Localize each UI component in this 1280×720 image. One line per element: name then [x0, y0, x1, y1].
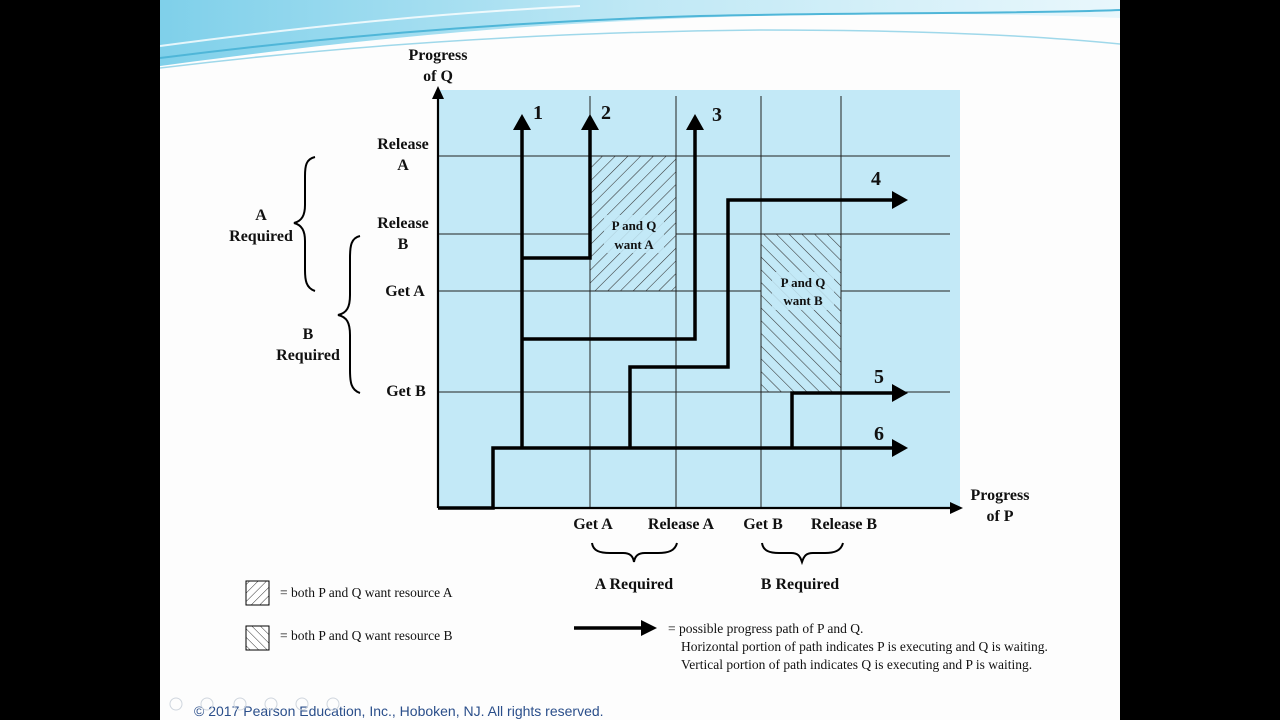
next-slide-icon[interactable]: [200, 697, 214, 711]
a-required-left-line2: Required: [229, 228, 293, 245]
x-axis-arrowhead: [950, 502, 963, 514]
slideshow-controls: [169, 697, 340, 711]
more-options-icon[interactable]: [326, 697, 340, 711]
path-4-arrowhead: [892, 191, 908, 209]
x-tick-release-a: Release A: [648, 516, 715, 533]
slides-grid-icon[interactable]: [264, 697, 278, 711]
slide-canvas: P and Q want A P and Q want B Progress o…: [160, 0, 1120, 719]
legend-swatch-hatch-a: [245, 580, 270, 606]
zone-b-label-line2: want B: [783, 293, 823, 308]
legend-hatch-a-text: = both P and Q want resource A: [280, 585, 453, 600]
zone-both-want-b: [760, 233, 842, 393]
path-label-1: 1: [533, 102, 543, 124]
zone-a-label-line1: P and Q: [612, 218, 657, 233]
path-2-arrowhead: [581, 114, 599, 130]
y-tick-get-b: Get B: [386, 383, 426, 400]
pen-icon[interactable]: [233, 697, 247, 711]
path-label-3: 3: [712, 104, 722, 126]
brace-b-required-bottom: [761, 542, 844, 566]
path-label-5: 5: [874, 366, 884, 388]
y-axis-title-line2: of Q: [423, 68, 453, 85]
y-tick-release-b-line1: Release: [377, 215, 429, 232]
path-5-line: [790, 391, 894, 448]
path-1-arrowhead: [513, 114, 531, 130]
y-axis-arrowhead: [432, 86, 444, 99]
x-tick-get-b: Get B: [743, 516, 783, 533]
legend-hatch-b-text: = both P and Q want resource B: [280, 628, 452, 643]
header-wave-decoration: [160, 0, 1120, 69]
y-tick-release-b-line2: B: [398, 236, 409, 253]
path-4-line: [628, 198, 894, 448]
previous-slide-icon[interactable]: [169, 697, 183, 711]
legend-arrow-line1: = possible progress path of P and Q.: [668, 621, 863, 636]
b-required-bottom: B Required: [761, 576, 839, 593]
zoom-icon[interactable]: [295, 697, 309, 711]
legend-arrowhead: [641, 620, 657, 636]
zone-a-label-line2: want A: [614, 237, 654, 252]
path-6-arrowhead: [892, 439, 908, 457]
axes: [436, 98, 952, 510]
y-tick-release-a-line1: Release: [377, 136, 429, 153]
x-tick-release-b: Release B: [811, 516, 878, 533]
legend-arrow-line2: Horizontal portion of path indicates P i…: [681, 639, 1048, 654]
brace-a-required-left: [293, 156, 316, 292]
slideshow-toolbar-overlay: [160, 690, 834, 706]
path-5-arrowhead: [892, 384, 908, 402]
y-tick-release-a-line2: A: [397, 157, 409, 174]
path-3-arrowhead: [686, 114, 704, 130]
x-axis-title-line2: of P: [986, 508, 1013, 525]
b-required-left-line1: B: [303, 326, 314, 343]
legend-swatch-hatch-b: [245, 625, 270, 651]
path-label-2: 2: [601, 102, 611, 124]
path-6-line: [438, 446, 894, 510]
x-axis-title-line1: Progress: [971, 487, 1030, 504]
a-required-left-line1: A: [255, 207, 267, 224]
path-3-line: [522, 128, 697, 341]
y-axis-title-line1: Progress: [409, 47, 468, 64]
y-tick-get-a: Get A: [385, 283, 425, 300]
a-required-bottom: A Required: [595, 576, 673, 593]
brace-b-required-left: [337, 235, 361, 394]
path-label-4: 4: [871, 168, 881, 190]
plot-area: [438, 90, 960, 508]
path-2-line: [522, 128, 592, 260]
b-required-left-line2: Required: [276, 347, 340, 364]
zone-b-label-line1: P and Q: [781, 275, 826, 290]
x-tick-get-a: Get A: [573, 516, 613, 533]
legend-arrow-line3: Vertical portion of path indicates Q is …: [681, 657, 1032, 672]
slide: P and Q want A P and Q want B Progress o…: [160, 0, 1120, 720]
path-label-6: 6: [874, 423, 884, 445]
brace-a-required-bottom: [591, 542, 678, 563]
